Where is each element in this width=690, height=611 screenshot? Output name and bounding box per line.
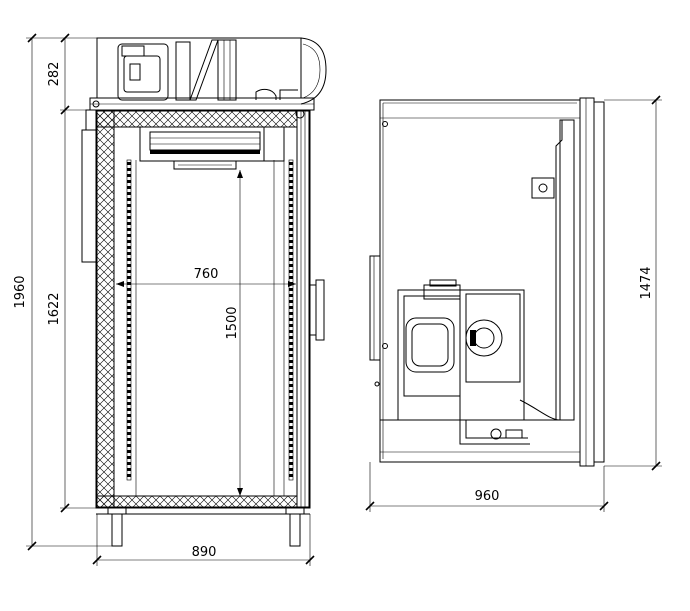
shelf-rails [126, 159, 294, 496]
inner-dimension-lines [116, 170, 296, 496]
dim-inner-width: 760 [194, 267, 219, 282]
front-outer-dimensions [26, 33, 315, 566]
side-dimensions [365, 95, 662, 512]
dim-door-height: 1622 [47, 292, 62, 325]
feet [96, 507, 310, 547]
side-view [369, 97, 605, 467]
dim-side-height: 1474 [639, 266, 654, 299]
dim-top-unit-height: 282 [47, 62, 62, 87]
cabinet-body [81, 109, 325, 509]
dim-outer-width: 890 [192, 545, 217, 560]
evaporator [139, 126, 285, 170]
front-view: 760 1500 [81, 37, 327, 547]
dim-inner-height: 1500 [225, 306, 240, 339]
dim-total-height: 1960 [13, 275, 28, 308]
top-unit [89, 37, 327, 119]
dim-side-depth: 960 [475, 489, 500, 504]
